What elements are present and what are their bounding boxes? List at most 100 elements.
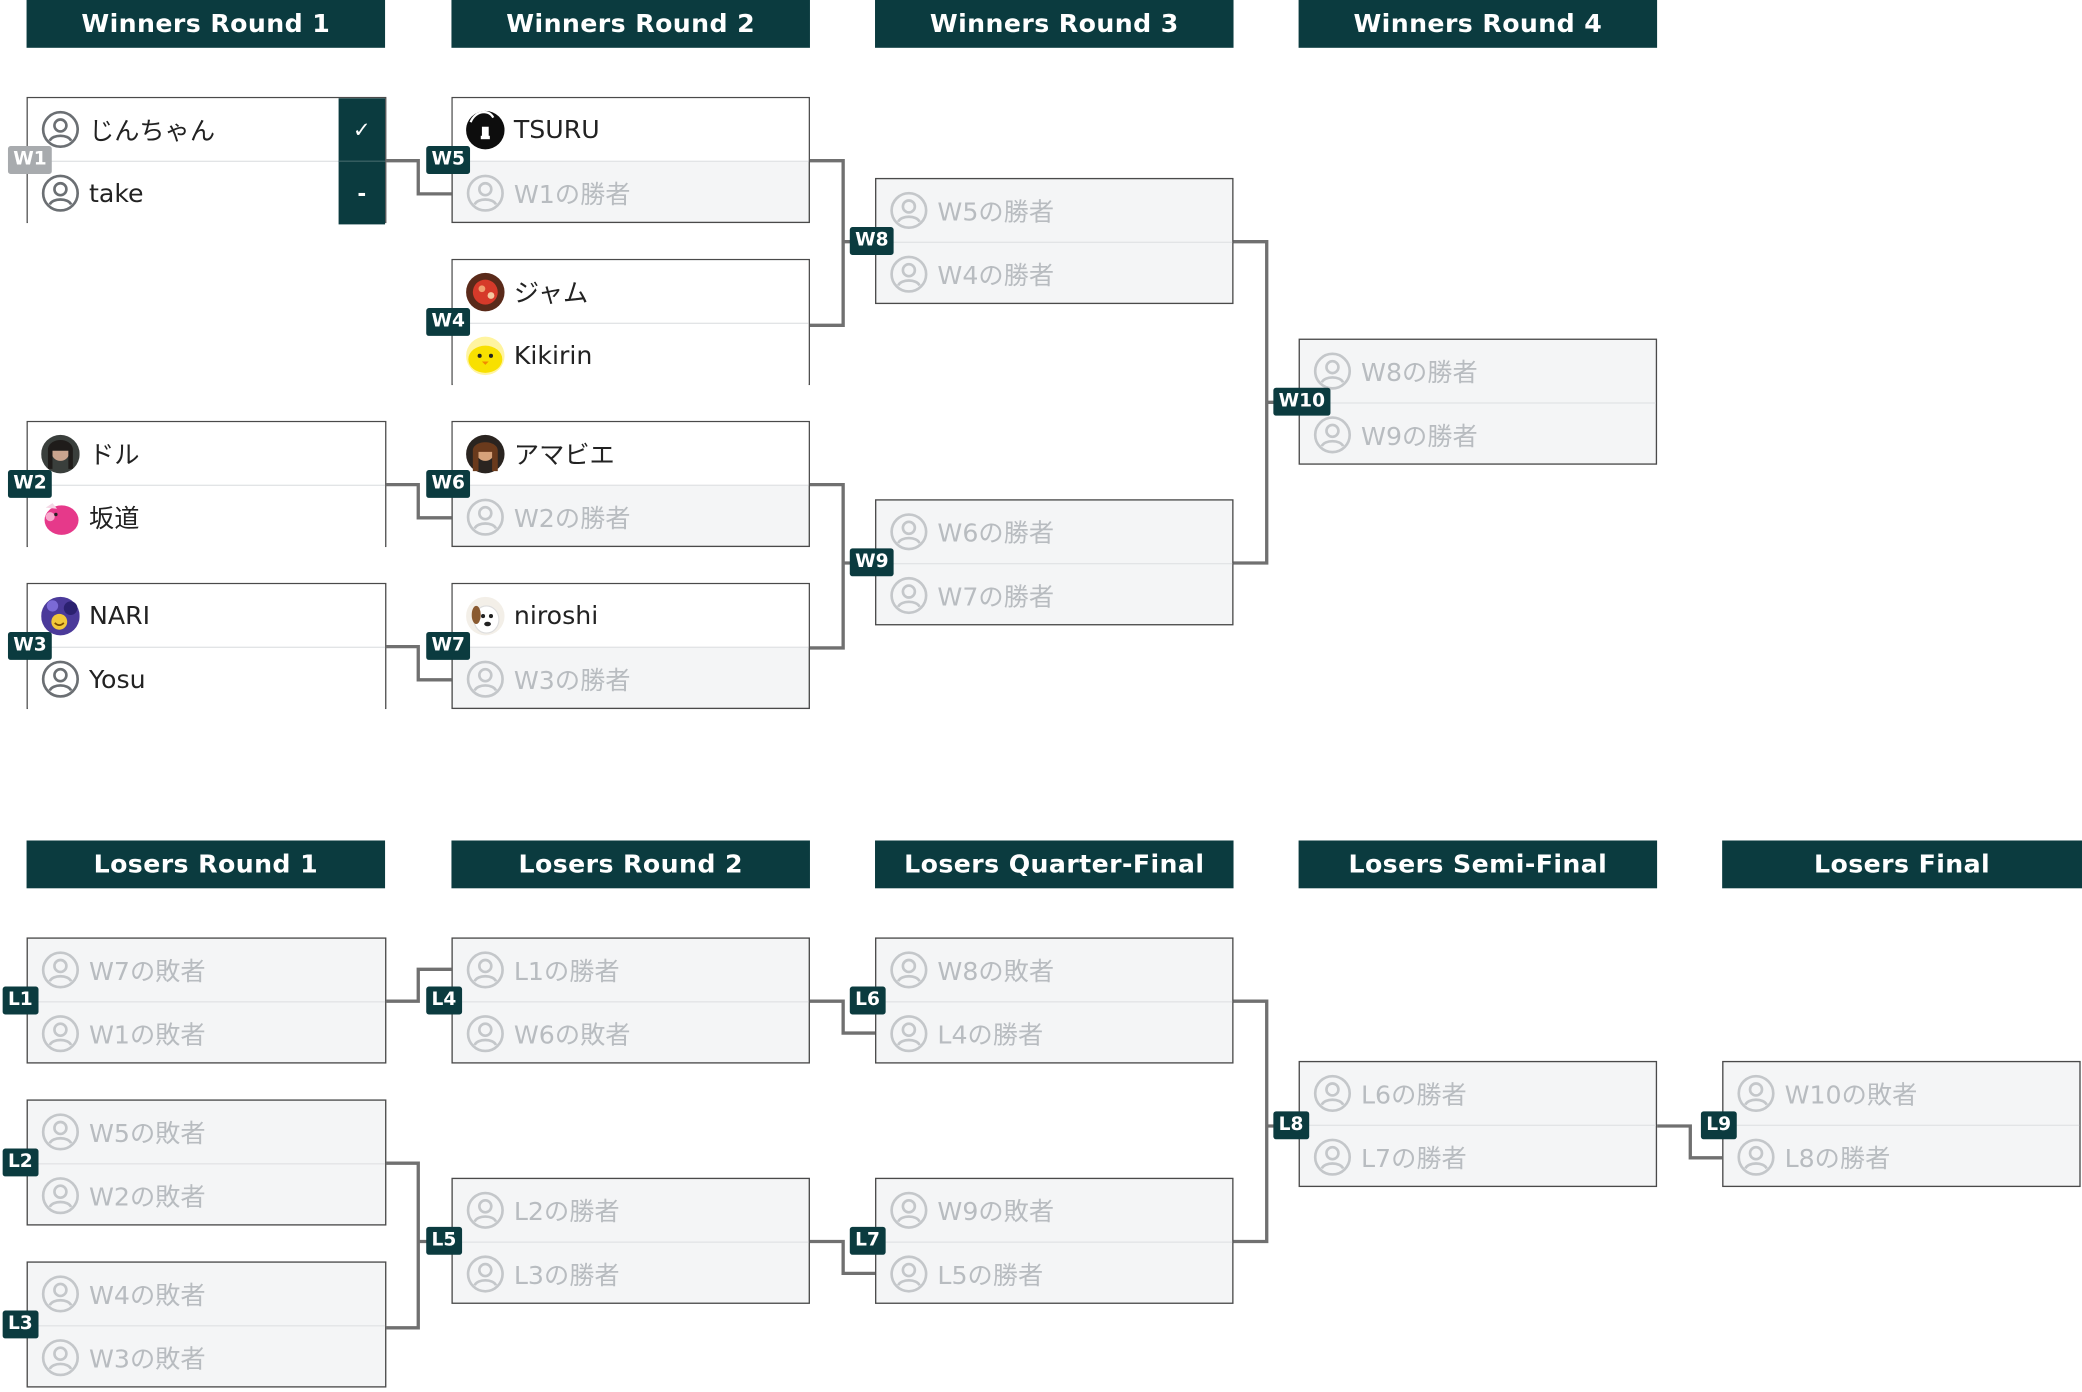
- match-w1[interactable]: じんちゃん take ✓ -: [26, 96, 387, 225]
- player-name: じんちゃん: [88, 116, 216, 147]
- user-circle-icon: [890, 255, 929, 294]
- match-slot[interactable]: TSURU: [452, 98, 809, 161]
- match-slot[interactable]: W6の敗者: [452, 1001, 809, 1065]
- match-slot[interactable]: L1の勝者: [453, 939, 809, 1001]
- player-photo-icon: [466, 272, 505, 311]
- match-slot[interactable]: W5の敗者: [28, 1101, 385, 1163]
- match-slot[interactable]: ジャム: [452, 260, 809, 323]
- match-label-l6: L6: [849, 986, 886, 1015]
- match-w6[interactable]: アマビエ W2の勝者: [451, 420, 810, 549]
- match-slot[interactable]: W5の勝者: [876, 179, 1232, 241]
- match-l1[interactable]: W7の敗者 W1の敗者: [26, 937, 387, 1065]
- check-icon: ✓: [338, 98, 386, 161]
- player-name: アマビエ: [513, 440, 615, 471]
- match-w3[interactable]: NARI Yosu: [26, 582, 387, 711]
- header-winners-round-3: Winners Round 3: [875, 0, 1234, 48]
- user-circle-icon: [890, 191, 929, 230]
- match-slot[interactable]: Kikirin: [452, 322, 809, 387]
- player-name: Kikirin: [513, 340, 593, 370]
- user-circle-icon: [466, 498, 505, 537]
- match-slot[interactable]: アマビエ: [452, 422, 809, 485]
- match-slot[interactable]: L4の勝者: [876, 1001, 1233, 1065]
- match-label-l3: L3: [2, 1310, 39, 1339]
- player-name: L5の勝者: [937, 1261, 1044, 1291]
- match-slot[interactable]: L2の勝者: [453, 1179, 809, 1241]
- match-slot[interactable]: L5の勝者: [876, 1241, 1233, 1305]
- player-name: L4の勝者: [937, 1021, 1044, 1051]
- player-photo-icon: [466, 110, 505, 149]
- match-slot[interactable]: 坂道: [27, 484, 386, 549]
- user-circle-icon: [890, 1255, 929, 1294]
- player-name: L7の勝者: [1360, 1144, 1467, 1174]
- match-slot[interactable]: W9の勝者: [1299, 402, 1656, 466]
- match-label-l4: L4: [426, 986, 462, 1015]
- match-slot[interactable]: take: [27, 160, 386, 225]
- user-circle-icon: [1737, 1074, 1776, 1113]
- header-winners-round-4: Winners Round 4: [1298, 0, 1658, 48]
- user-circle-icon: [890, 1191, 929, 1230]
- match-l2[interactable]: W5の敗者 W2の敗者: [26, 1099, 387, 1227]
- player-name: W3の敗者: [88, 1345, 206, 1375]
- player-name: W2の敗者: [88, 1183, 206, 1213]
- header-losers-round-1: Losers Round 1: [26, 840, 386, 889]
- match-slot[interactable]: W8の敗者: [876, 939, 1232, 1001]
- match-w4[interactable]: ジャム Kikirin: [451, 258, 810, 387]
- match-l6[interactable]: W8の敗者 L4の勝者: [875, 937, 1234, 1065]
- match-slot[interactable]: W10の敗者: [1723, 1062, 2079, 1124]
- match-slot[interactable]: niroshi: [452, 584, 809, 647]
- match-l5[interactable]: L2の勝者 L3の勝者: [451, 1177, 810, 1305]
- match-l4[interactable]: L1の勝者 W6の敗者: [451, 937, 810, 1065]
- player-name: W8の敗者: [937, 957, 1055, 987]
- match-slot[interactable]: W4の勝者: [876, 241, 1233, 306]
- match-l8[interactable]: L6の勝者 L7の勝者: [1298, 1060, 1658, 1189]
- match-slot[interactable]: L6の勝者: [1300, 1062, 1656, 1124]
- player-name: W8の勝者: [1360, 358, 1478, 388]
- match-slot[interactable]: W1の敗者: [27, 1001, 386, 1065]
- match-slot[interactable]: ドル: [27, 422, 386, 485]
- header-losers-quarter-final: Losers Quarter-Final: [875, 840, 1234, 889]
- player-name: W9の勝者: [1360, 422, 1478, 452]
- match-label-w9: W9: [849, 548, 894, 577]
- match-slot[interactable]: W2の敗者: [27, 1163, 386, 1227]
- player-photo-icon: [41, 498, 80, 537]
- match-l9[interactable]: W10の敗者 L8の勝者: [1722, 1060, 2081, 1189]
- match-slot[interactable]: L7の勝者: [1299, 1124, 1656, 1189]
- match-label-w7: W7: [426, 632, 471, 660]
- match-w10[interactable]: W8の勝者 W9の勝者: [1298, 338, 1658, 466]
- match-l3[interactable]: W4の敗者 W3の敗者: [26, 1261, 387, 1389]
- match-w9[interactable]: W6の勝者 W7の勝者: [875, 499, 1234, 627]
- user-circle-icon: [466, 1191, 505, 1230]
- match-w2[interactable]: ドル 坂道: [26, 420, 387, 549]
- match-label-l2: L2: [2, 1148, 39, 1177]
- match-slot[interactable]: W1の勝者: [452, 160, 809, 225]
- match-label-w4: W4: [426, 308, 471, 336]
- match-slot[interactable]: W6の勝者: [876, 501, 1232, 563]
- match-slot[interactable]: じんちゃん: [27, 98, 386, 161]
- match-slot[interactable]: W3の勝者: [452, 646, 809, 711]
- user-circle-icon: [41, 1338, 80, 1377]
- match-label-w6: W6: [426, 470, 471, 498]
- user-circle-icon: [1313, 1074, 1352, 1113]
- match-w5[interactable]: TSURU W1の勝者: [451, 96, 810, 225]
- match-slot[interactable]: W7の勝者: [876, 562, 1233, 627]
- player-name: W6の勝者: [937, 519, 1055, 549]
- match-label-w1: W1: [7, 146, 53, 174]
- header-losers-round-2: Losers Round 2: [451, 840, 810, 889]
- match-slot[interactable]: W2の勝者: [452, 484, 809, 549]
- match-slot[interactable]: W8の勝者: [1300, 340, 1656, 402]
- match-w8[interactable]: W5の勝者 W4の勝者: [875, 177, 1234, 306]
- match-slot[interactable]: W3の敗者: [27, 1325, 386, 1389]
- match-slot[interactable]: L8の勝者: [1723, 1124, 2080, 1189]
- match-slot[interactable]: W7の敗者: [28, 939, 385, 1001]
- match-l7[interactable]: W9の敗者 L5の勝者: [875, 1177, 1234, 1305]
- match-slot[interactable]: W9の敗者: [876, 1179, 1232, 1241]
- player-photo-icon: [466, 335, 505, 375]
- match-slot[interactable]: W4の敗者: [28, 1263, 385, 1325]
- match-slot[interactable]: Yosu: [27, 646, 386, 711]
- match-slot[interactable]: NARI: [27, 584, 386, 647]
- match-w7[interactable]: niroshi W3の勝者: [451, 582, 810, 711]
- user-circle-icon: [466, 951, 505, 990]
- match-slot[interactable]: L3の勝者: [452, 1241, 809, 1305]
- player-photo-icon: [41, 434, 80, 473]
- player-name: W2の勝者: [513, 504, 631, 534]
